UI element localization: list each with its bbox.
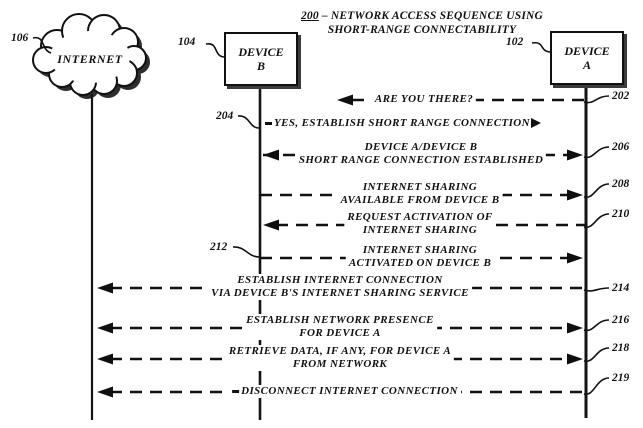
- message-208-arrow: [260, 189, 583, 201]
- message-214-arrow: [97, 282, 586, 294]
- leader-206: [583, 146, 610, 159]
- leader-218: [583, 347, 610, 363]
- ref-label-104: 104: [178, 36, 196, 48]
- message-204-label: YES, ESTABLISH SHORT RANGE CONNECTION: [262, 117, 544, 130]
- device-b-box: DEVICE B: [224, 32, 298, 86]
- message-218-line1: RETRIEVE DATA, IF ANY, FOR DEVICE A: [228, 345, 452, 357]
- right-arrowhead-icon: [530, 118, 541, 129]
- message-212-line1: INTERNET SHARING: [362, 244, 478, 256]
- message-214-line1: ESTABLISH INTERNET CONNECTION: [237, 274, 443, 286]
- message-208-line1: INTERNET SHARING: [362, 181, 478, 193]
- ref-label-102: 102: [506, 36, 524, 48]
- message-214-line2: VIA DEVICE B'S INTERNET SHARING SERVICE: [211, 287, 469, 299]
- message-206-line1: DEVICE A/DEVICE B: [364, 141, 478, 153]
- figure-title: 200 – NETWORK ACCESS SEQUENCE USING SHOR…: [277, 9, 567, 37]
- internet-cloud-icon: [32, 13, 147, 96]
- device-a-name-line2: A: [582, 58, 591, 72]
- leader-212: [232, 246, 260, 258]
- message-208-label: INTERNET SHARING AVAILABLE FROM DEVICE B: [337, 181, 503, 207]
- title-line1: NETWORK ACCESS SEQUENCE USING: [330, 10, 544, 22]
- device-b-name-line1: DEVICE: [238, 45, 284, 59]
- device-b-name-line2: B: [256, 59, 265, 73]
- message-202-arrow: [337, 94, 586, 106]
- leader-216: [583, 319, 610, 332]
- ref-label-106: 106: [11, 32, 29, 44]
- message-216-line1: ESTABLISH NETWORK PRESENCE: [246, 314, 434, 326]
- message-212-label: INTERNET SHARING ACTIVATED ON DEVICE B: [345, 244, 495, 270]
- message-214-label: ESTABLISH INTERNET CONNECTION VIA DEVICE…: [208, 274, 472, 300]
- ref-label-219: 219: [612, 372, 630, 384]
- ref-label-214: 214: [612, 282, 630, 294]
- message-218-line2: FROM NETWORK: [292, 358, 388, 370]
- message-212-arrow: [260, 252, 583, 264]
- message-219-text: DISCONNECT INTERNET CONNECTION: [241, 385, 458, 397]
- dash-connector-icon: [265, 122, 272, 125]
- title-separator: –: [321, 10, 328, 22]
- leader-106: [32, 36, 52, 54]
- title-line2: SHORT-RANGE CONNECTABILITY: [327, 24, 517, 36]
- message-210-line2: INTERNET SHARING: [362, 224, 478, 236]
- message-219-label: DISCONNECT INTERNET CONNECTION: [229, 385, 461, 398]
- message-206-line2: SHORT RANGE CONNECTION ESTABLISHED: [298, 154, 544, 166]
- ref-label-210: 210: [612, 208, 630, 220]
- message-208-line2: AVAILABLE FROM DEVICE B: [340, 194, 500, 206]
- ref-label-218: 218: [612, 342, 630, 354]
- leader-202: [583, 95, 610, 104]
- device-a-box: DEVICE A: [550, 31, 624, 85]
- device-a-name-line1: DEVICE: [564, 44, 610, 58]
- message-210-line1: REQUEST ACTIVATION OF: [347, 211, 493, 223]
- ref-label-202: 202: [612, 90, 630, 102]
- ref-label-206: 206: [612, 141, 630, 153]
- ref-label-204: 204: [216, 110, 234, 122]
- message-218-label: RETRIEVE DATA, IF ANY, FOR DEVICE A FROM…: [225, 345, 455, 371]
- message-219-arrow: [97, 386, 586, 398]
- message-216-line2: FOR DEVICE A: [299, 327, 381, 339]
- message-202-label: ARE YOU THERE?: [371, 93, 477, 106]
- figure-ref-number: 200: [300, 10, 319, 22]
- leader-214: [583, 287, 610, 292]
- message-216-label: ESTABLISH NETWORK PRESENCE FOR DEVICE A: [243, 314, 437, 340]
- leader-208: [583, 183, 610, 199]
- leader-210: [583, 213, 610, 229]
- message-212-line2: ACTIVATED ON DEVICE B: [348, 257, 492, 269]
- leader-104: [205, 43, 225, 58]
- leader-102: [531, 41, 551, 53]
- message-210-label: REQUEST ACTIVATION OF INTERNET SHARING: [344, 211, 496, 237]
- ref-label-208: 208: [612, 178, 630, 190]
- leader-204: [237, 115, 260, 129]
- leader-219: [583, 377, 610, 395]
- message-204-text: YES, ESTABLISH SHORT RANGE CONNECTION: [274, 117, 530, 129]
- dash-connector-icon: [232, 390, 240, 393]
- internet-node-label: INTERNET: [57, 52, 123, 66]
- ref-label-212: 212: [210, 241, 228, 253]
- message-206-label: DEVICE A/DEVICE B SHORT RANGE CONNECTION…: [295, 141, 547, 167]
- message-210-arrow: [263, 219, 586, 231]
- ref-label-216: 216: [612, 314, 630, 326]
